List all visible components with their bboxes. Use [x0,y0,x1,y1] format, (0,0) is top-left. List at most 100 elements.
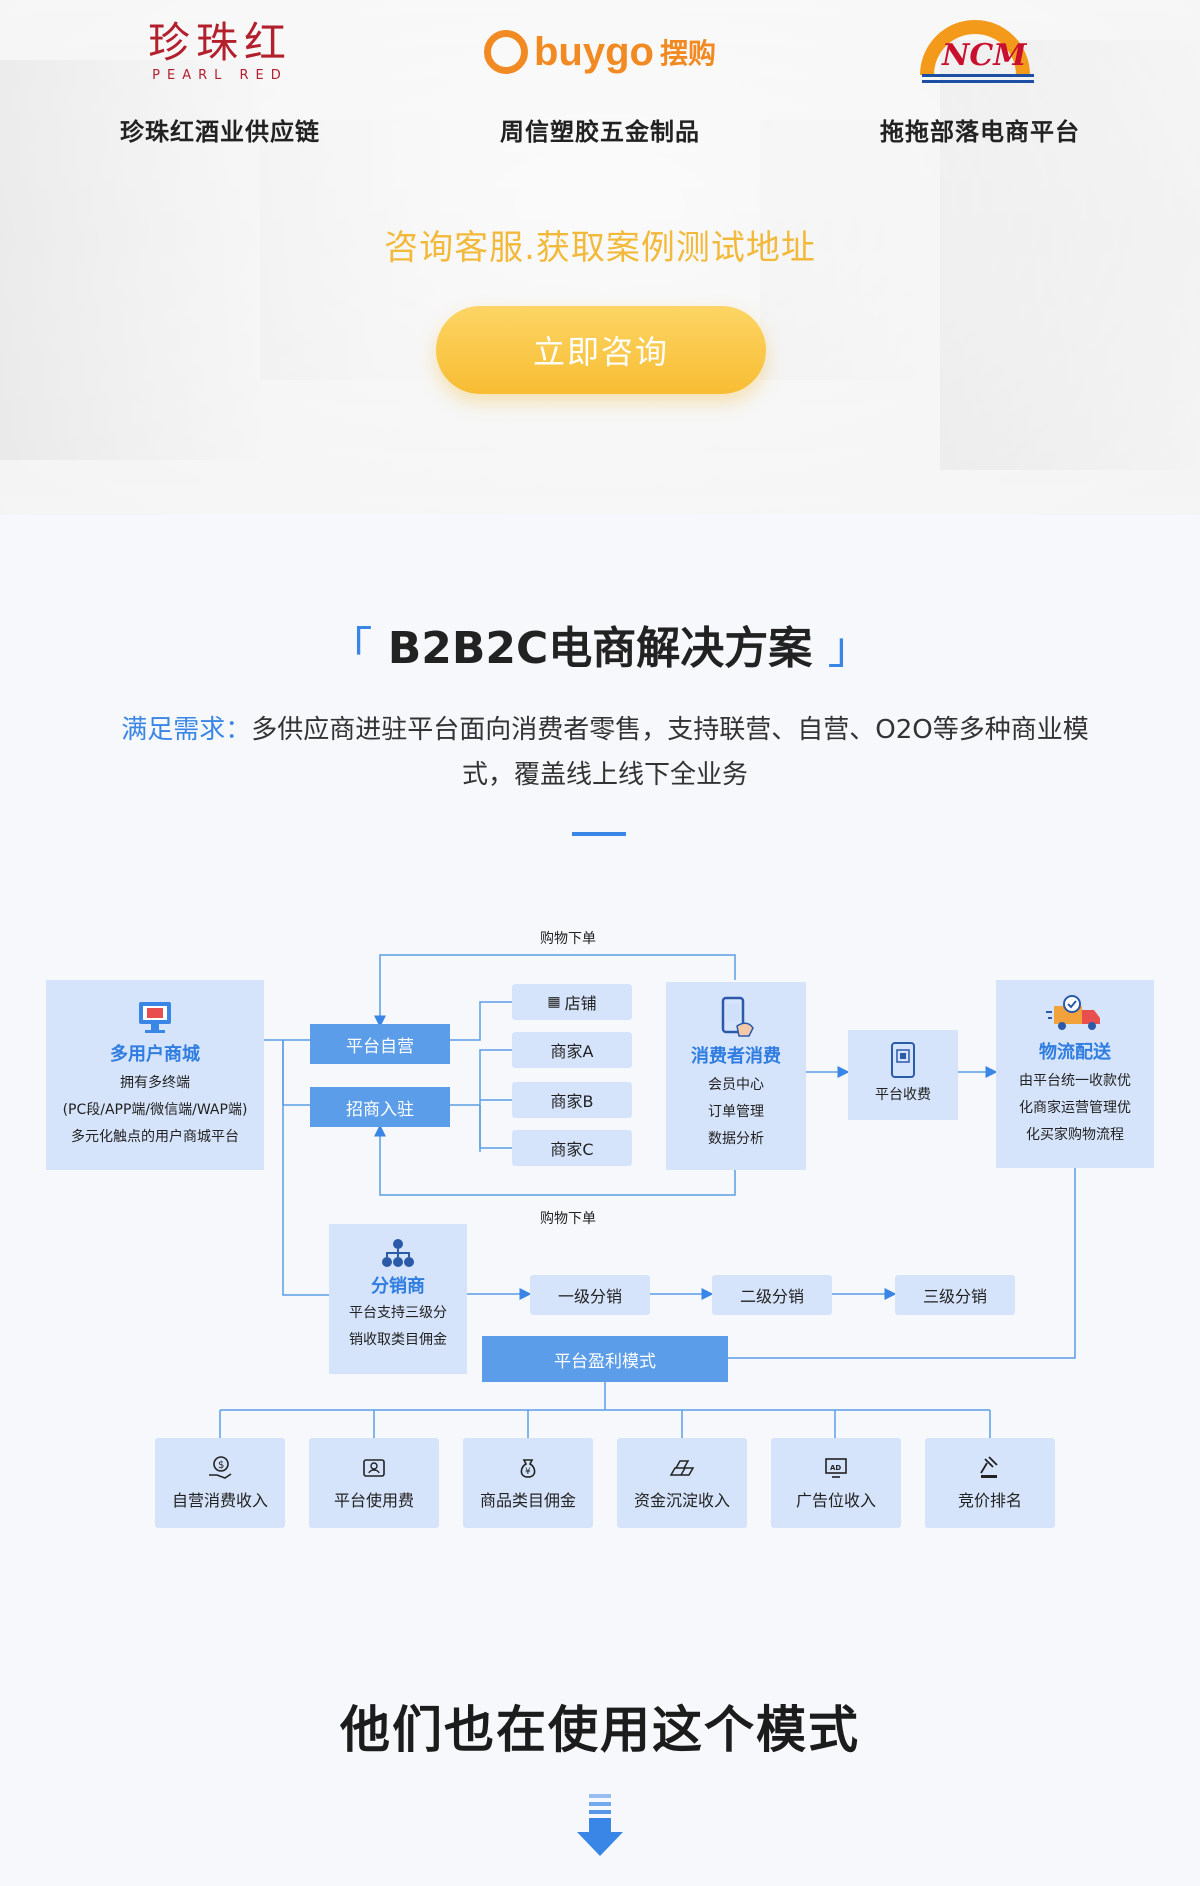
pearl-red-logo-en: PEARL RED [152,67,288,83]
buygo-logo-text: buygo [534,29,654,74]
mall-title: 多用户商城 [110,1044,200,1065]
connector-logistics-profit [728,1168,1076,1359]
consumer-line: 数据分析 [708,1131,764,1147]
shop-box: ▦店铺 [512,984,632,1020]
svg-text:$: $ [218,1460,224,1471]
distributor-box: 分销商 平台支持三级分 销收取类目佣金 [329,1224,467,1374]
distributor-line: 销收取类目佣金 [349,1332,447,1348]
mall-line: 多元化触点的用户商城平台 [71,1129,239,1145]
consumer-line: 订单管理 [708,1104,764,1120]
pearl-red-logo: 珍珠红 PEARL RED [40,16,400,88]
gavel-icon [980,1456,998,1478]
income-label: 平台使用费 [333,1491,414,1510]
income-label: 资金沉淀收入 [633,1491,730,1510]
ncm-lines-icon [922,74,1034,86]
profit-model-box: 平台盈利模式 [482,1336,728,1382]
consumer-title: 消费者消费 [691,1046,781,1067]
logistics-title: 物流配送 [1039,1042,1111,1063]
desc-text: 多供应商进驻平台面向消费者零售，支持联营、自营、O2O等多种商业模式，覆盖线上线… [251,715,1089,790]
connector-self-shop [450,1001,512,1041]
money-hand-icon: $ [209,1456,232,1479]
connector-merchant-a [450,1049,512,1106]
platform-fee-label: 平台收费 [875,1087,931,1103]
mall-box: 多用户商城 拥有多终端 (PC段/APP端/微信端/WAP端) 多元化触点的用户… [46,980,264,1170]
distributor-title: 分销商 [371,1276,425,1297]
bracket-close: 」 [827,623,872,674]
b2b2c-flow-diagram: 购物下单 购物下单 多用户商城 拥有多终端 (PC段/APP端/微信端/WAP端… [0,900,1200,1600]
solution-description: 满足需求：多供应商进驻平台面向消费者零售，支持联营、自营、O2O等多种商业模式，… [110,708,1100,798]
income-box: ¥ 商品类目佣金 [463,1438,593,1528]
logistics-box: 物流配送 由平台统一收款优 化商家运营管理优 化买家购物流程 [996,980,1154,1168]
level-3-box: 三级分销 [895,1275,1015,1315]
flow-connectors [219,954,1076,1438]
logistics-line: 由平台统一收款优 [1019,1073,1131,1089]
svg-text:AD: AD [830,1464,841,1472]
svg-text:¥: ¥ [525,1467,531,1477]
solution-title: 「 B2B2C电商解决方案 」 [0,612,1200,676]
connector-merchant-c [479,1105,512,1149]
income-label: 竞价排名 [957,1491,1022,1510]
mall-line: (PC段/APP端/微信端/WAP端) [62,1102,248,1118]
distributor-line: 平台支持三级分 [349,1305,447,1321]
merchant-a-box: 商家A [512,1032,632,1068]
consult-text: 咨询客服.获取案例测试地址 [384,228,816,268]
level-1-box: 一级分销 [530,1275,650,1315]
income-label: 商品类目佣金 [479,1491,576,1510]
consumer-line: 会员中心 [708,1077,764,1093]
scroll-down-arrow-icon[interactable] [577,1794,623,1858]
buygo-logo-cn: 摆购 [659,37,716,70]
level-2-box: 二级分销 [712,1275,832,1315]
id-card-icon [363,1459,385,1477]
logistics-line: 化买家购物流程 [1026,1127,1124,1143]
brand-pearl-red: 珍珠红 PEARL RED 珍珠红酒业供应链 [40,16,400,147]
income-label: 自营消费收入 [171,1491,268,1510]
platform-fee-box: 平台收费 [848,1030,958,1120]
buygo-logo: buygo 摆购 [420,16,780,88]
connector-mall-distributor [282,1040,329,1296]
consult-now-button[interactable]: 立即咨询 [436,306,766,394]
money-bag-icon: ¥ [520,1459,536,1478]
connector-mall-merchant [282,1040,310,1106]
ncm-logo: NCM [800,16,1160,88]
pearl-red-logo-cn: 珍珠红 [147,17,292,67]
solution-title-text: B2B2C电商解决方案 [387,623,813,674]
hero-banner: 珍珠红 PEARL RED 珍珠红酒业供应链 buygo 摆购 周信塑胶五金制品… [0,0,1200,515]
delivery-truck-icon [1046,995,1100,1030]
income-box: 竞价排名 [925,1438,1055,1528]
brand-ncm: NCM 拖拖部落电商平台 [800,16,1160,147]
title-divider [572,832,626,836]
brand-buygo: buygo 摆购 周信塑胶五金制品 [420,16,780,147]
bracket-open: 「 [328,623,373,674]
ad-screen-icon: AD [825,1458,847,1478]
income-box: 资金沉淀收入 [617,1438,747,1528]
mall-line: 拥有多终端 [120,1075,190,1091]
income-box: 平台使用费 [309,1438,439,1528]
qr-phone-icon [891,1042,915,1078]
store-icon: ▦ [547,994,561,1010]
bottom-section-title: 他们也在使用这个模式 [340,1701,860,1759]
label-top-purchase: 购物下单 [540,931,596,947]
ncm-logo-text: NCM [942,38,1027,73]
gold-bars-icon [669,1460,695,1476]
shop-label: 店铺 [564,994,597,1013]
merchant-c-box: 商家C [512,1130,632,1166]
phone-hand-icon [721,996,754,1037]
desc-highlight: 满足需求： [121,715,252,745]
income-label: 广告位收入 [795,1491,876,1510]
brand-name: 周信塑胶五金制品 [500,118,700,146]
income-box: AD 广告位收入 [771,1438,901,1528]
connector-bottom-loop [374,1124,736,1196]
connector-top-loop [374,954,736,1028]
brand-name: 拖拖部落电商平台 [880,118,1080,146]
logistics-line: 化商家运营管理优 [1019,1100,1131,1116]
buygo-mark-icon [484,30,528,74]
merchant-b-box: 商家B [512,1082,632,1118]
consumer-box: 消费者消费 会员中心 订单管理 数据分析 [666,982,806,1170]
income-box: $ 自营消费收入 [155,1438,285,1528]
org-chart-icon [382,1239,414,1267]
brand-name: 珍珠红酒业供应链 [120,118,320,146]
label-mid-purchase: 购物下单 [540,1211,596,1227]
merchant-entry-box: 招商入驻 [310,1087,450,1127]
self-operated-box: 平台自营 [310,1024,450,1064]
shop-monitor-icon [139,1002,171,1033]
